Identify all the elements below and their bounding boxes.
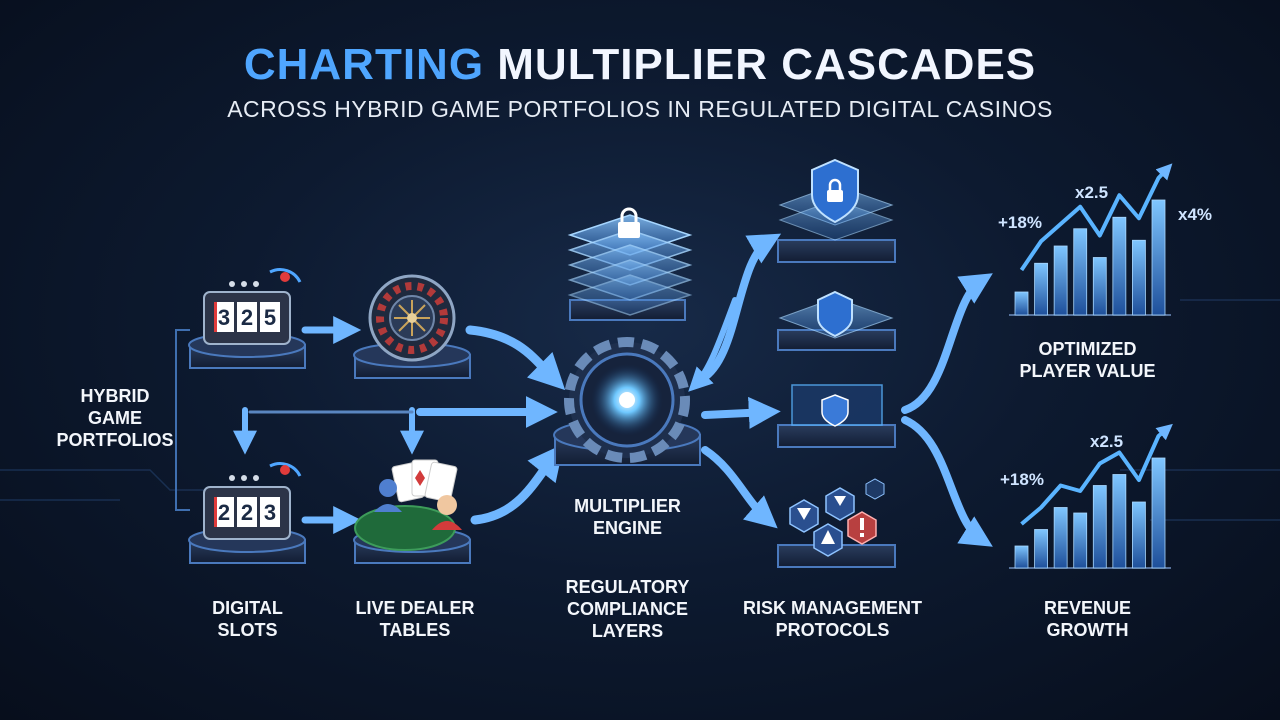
arrow-engine-to-mid bbox=[701, 396, 781, 429]
arrow-to-revenue bbox=[901, 416, 993, 547]
slot-bottom-digit-2: 2 bbox=[241, 500, 253, 525]
shield-low-icon bbox=[791, 384, 883, 427]
top-chart-right-pct: x4% bbox=[1178, 205, 1213, 224]
left-label-line-1: HYBRID bbox=[80, 386, 150, 406]
shield-lock-top-icon bbox=[778, 158, 894, 241]
portfolio-bracket bbox=[175, 329, 190, 511]
page-subtitle: ACROSS HYBRID GAME PORTFOLIOS IN REGULAT… bbox=[227, 96, 1053, 122]
label-revenue-line-2: GROWTH bbox=[1046, 620, 1129, 640]
flow-arrows bbox=[233, 233, 993, 547]
chart-bar bbox=[1073, 228, 1088, 316]
bottom-chart-mid-mult: x2.5 bbox=[1090, 432, 1124, 451]
chart-bar bbox=[1151, 199, 1166, 316]
chart-bar bbox=[1053, 507, 1068, 569]
label-risk-line-1: RISK MANAGEMENT bbox=[743, 598, 922, 618]
chart-bar bbox=[1092, 257, 1107, 316]
label-regulatory-line-2: COMPLIANCE bbox=[567, 599, 688, 619]
top-chart-left-pct: +18% bbox=[998, 213, 1042, 232]
label-risk-line-2: PROTOCOLS bbox=[775, 620, 890, 640]
slot-top-digits: 3 2 5 bbox=[218, 305, 276, 330]
label-regulatory-line-3: LAYERS bbox=[591, 621, 664, 641]
shield-mid-icon bbox=[778, 290, 894, 339]
top-chart-mid-mult: x2.5 bbox=[1075, 183, 1109, 202]
label-digital-slots: DIGITAL SLOTS bbox=[185, 597, 310, 641]
slot-bottom-digit-3: 3 bbox=[264, 500, 276, 525]
label-revenue: REVENUE GROWTH bbox=[1000, 597, 1175, 641]
arrow-to-optimized bbox=[901, 273, 993, 414]
slot-machine-top-icon bbox=[203, 268, 302, 345]
roulette-wheel-icon bbox=[368, 274, 456, 362]
left-label-line-3: PORTFOLIOS bbox=[56, 430, 174, 450]
chart-bar bbox=[1151, 457, 1166, 569]
label-optimized: OPTIMIZED PLAYER VALUE bbox=[1000, 338, 1175, 382]
chart-bar bbox=[1073, 512, 1088, 569]
label-multiplier-engine: MULTIPLIER ENGINE bbox=[545, 495, 710, 539]
label-multiplier-engine-line-2: ENGINE bbox=[592, 518, 662, 538]
page-title: CHARTING MULTIPLIER CASCADES bbox=[0, 40, 1280, 90]
slot-bottom-digit-1: 2 bbox=[218, 500, 230, 525]
left-label-portfolios: HYBRID GAME PORTFOLIOS bbox=[50, 385, 180, 451]
chart-bar bbox=[1132, 239, 1146, 316]
slot-top-digit-3: 5 bbox=[264, 305, 276, 330]
arrow-engine-to-risk bbox=[701, 446, 778, 529]
label-digital-slots-line-1: DIGITAL bbox=[212, 598, 283, 618]
arrow-roulette-to-engine bbox=[465, 325, 566, 391]
chart-bar bbox=[1014, 291, 1029, 316]
revenue-growth-chart bbox=[1009, 423, 1173, 569]
multiplier-engine-icon bbox=[564, 337, 690, 463]
chart-bar bbox=[1053, 245, 1068, 316]
arrow-top-to-engine bbox=[688, 297, 738, 392]
arrow-live-to-engine bbox=[470, 443, 564, 525]
shield-low-platform bbox=[777, 424, 896, 448]
chart-bar bbox=[1132, 501, 1146, 569]
risk-platform bbox=[777, 544, 896, 568]
label-live-dealer-line-2: TABLES bbox=[379, 620, 451, 640]
slot-machine-bottom-icon bbox=[203, 462, 302, 540]
chart-bar bbox=[1034, 529, 1048, 569]
live-dealer-icon bbox=[354, 459, 462, 551]
slot-top-digit-1: 3 bbox=[218, 305, 230, 330]
label-optimized-line-1: OPTIMIZED bbox=[1038, 339, 1137, 359]
label-digital-slots-line-2: SLOTS bbox=[217, 620, 278, 640]
optimized-player-value-chart bbox=[1009, 163, 1173, 316]
risk-warning-icons bbox=[789, 478, 885, 557]
label-regulatory: REGULATORY COMPLIANCE LAYERS bbox=[545, 576, 710, 642]
label-risk: RISK MANAGEMENT PROTOCOLS bbox=[725, 597, 940, 641]
chart-bar bbox=[1034, 262, 1048, 316]
chart-bar bbox=[1092, 485, 1107, 569]
chart-bar bbox=[1014, 545, 1029, 569]
chart-trend-line bbox=[1019, 163, 1173, 272]
chart-trend-line bbox=[1020, 423, 1173, 526]
title-accent: CHARTING bbox=[243, 40, 485, 89]
left-label-line-2: GAME bbox=[88, 408, 142, 428]
slot-bottom-digits: 2 2 3 bbox=[218, 500, 276, 525]
slot-top-digit-2: 2 bbox=[241, 305, 253, 330]
label-live-dealer: LIVE DEALER TABLES bbox=[335, 597, 495, 641]
compliance-layers-icon bbox=[567, 207, 693, 316]
label-multiplier-engine-line-1: MULTIPLIER bbox=[574, 496, 681, 516]
shield-top-platform bbox=[777, 239, 896, 263]
bottom-chart-left-pct: +18% bbox=[1000, 470, 1044, 489]
label-optimized-line-2: PLAYER VALUE bbox=[1019, 361, 1156, 381]
label-live-dealer-line-1: LIVE DEALER bbox=[355, 598, 475, 618]
chart-bar bbox=[1112, 216, 1127, 316]
chart-bar bbox=[1112, 474, 1127, 569]
title-rest: MULTIPLIER CASCADES bbox=[497, 40, 1037, 89]
label-regulatory-line-1: REGULATORY bbox=[565, 577, 690, 597]
label-revenue-line-1: REVENUE bbox=[1043, 598, 1132, 618]
platforms bbox=[188, 239, 896, 568]
